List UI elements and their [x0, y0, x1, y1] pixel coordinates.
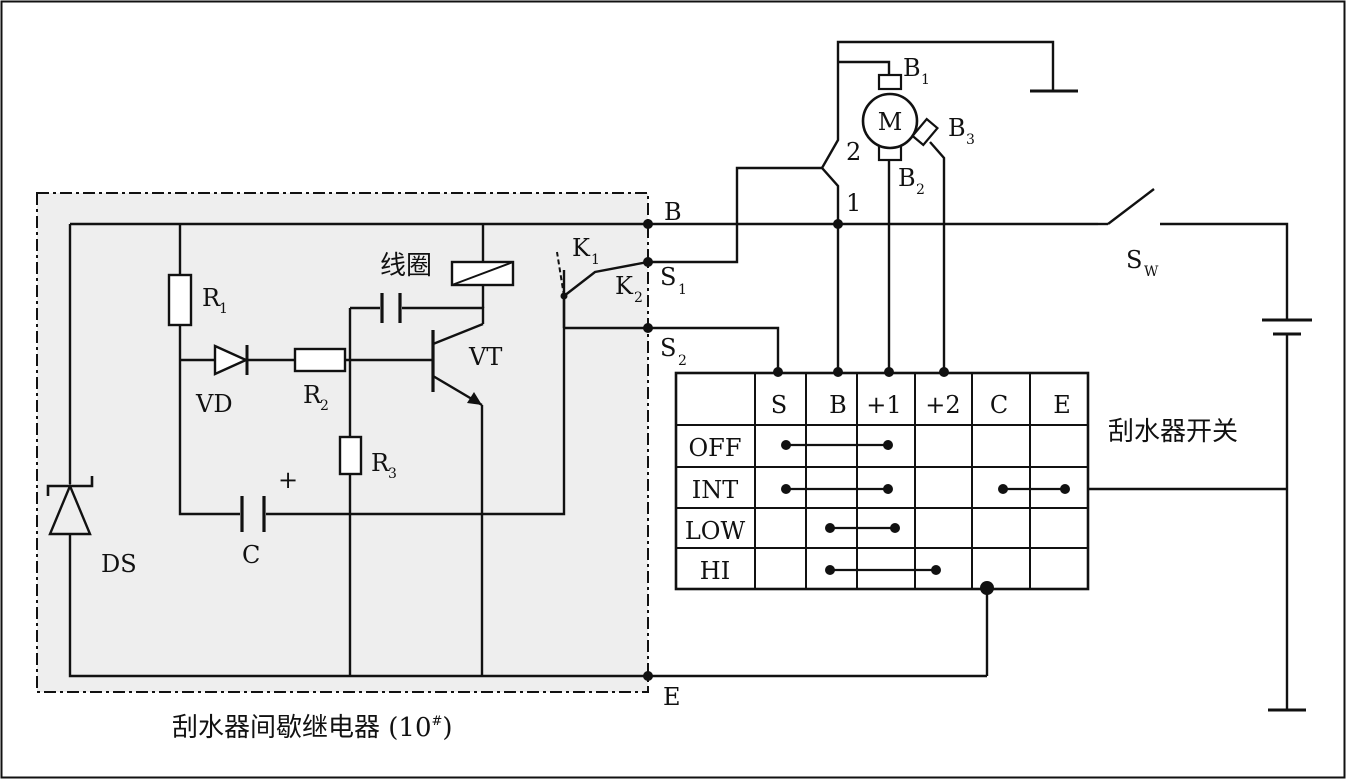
row-header-hi: HI: [700, 557, 730, 585]
col-header-c: C: [990, 391, 1008, 419]
motor-contact-2: 2: [846, 138, 861, 166]
vt-label: VT: [468, 343, 502, 371]
terminal-b-label: B: [664, 198, 682, 226]
motor-contact-1: 1: [846, 189, 861, 217]
terminal-s1-label: S: [660, 263, 676, 291]
wiper-switch-table: S B +1 +2 C E OFF INT LOW HI: [674, 371, 1090, 591]
relay-caption-close: ): [442, 713, 452, 743]
relay-caption-main: 刮水器间歇继电器 (10: [172, 713, 432, 743]
wiper-switch-label: 刮水器开关: [1108, 417, 1238, 447]
sw-sub: W: [1144, 264, 1159, 280]
col-header-plus2: +2: [925, 391, 960, 419]
relay-caption: 刮水器间歇继电器 (10#): [172, 713, 453, 743]
r2-label: R: [303, 381, 322, 409]
b2-sub: 2: [916, 182, 925, 198]
r1-label: R: [202, 284, 221, 312]
c-label: C: [242, 541, 260, 569]
connection-bars: [781, 440, 1070, 575]
row-header-int: INT: [692, 476, 739, 504]
junction-dots: [560, 219, 994, 681]
r3-sub: 3: [388, 466, 397, 482]
relay-caption-sup: #: [432, 714, 443, 729]
col-header-b: B: [829, 391, 847, 419]
k1-sub: 1: [591, 252, 600, 268]
wiring: [68, 40, 1289, 710]
b3-label: B: [948, 114, 966, 142]
row-header-off: OFF: [689, 434, 742, 462]
relay-coil: [450, 260, 515, 287]
capacitor-upper: [380, 292, 402, 324]
capacitor-c: [240, 494, 266, 534]
b2-label: B: [898, 164, 916, 192]
r3-label: R: [371, 449, 390, 477]
motor-m-label: M: [878, 108, 903, 136]
col-header-s: S: [771, 391, 787, 419]
terminal-s1-sub: 1: [678, 282, 687, 298]
k1-label: K: [572, 234, 591, 262]
k2-label: K: [615, 272, 634, 300]
col-header-e: E: [1053, 391, 1071, 419]
terminal-e-label: E: [663, 683, 681, 711]
c-plus-label: +: [278, 466, 298, 494]
r2-sub: 2: [320, 398, 329, 414]
resistor-r2: [293, 347, 347, 373]
sw-label: S: [1126, 246, 1142, 274]
zener-ds: [46, 476, 94, 536]
row-header-low: LOW: [685, 517, 746, 545]
terminal-s2-label: S: [660, 334, 676, 362]
battery: [1262, 318, 1312, 712]
coil-label: 线圈: [380, 251, 432, 281]
vd-label: VD: [195, 390, 233, 418]
k2-sub: 2: [634, 290, 643, 306]
resistor-r3: [338, 435, 363, 476]
r1-sub: 1: [219, 301, 228, 317]
b1-label: B: [903, 54, 921, 82]
col-header-plus1: +1: [866, 391, 901, 419]
b3-sub: 3: [966, 132, 975, 148]
motor-m: [861, 73, 939, 162]
terminal-s2-sub: 2: [678, 353, 687, 369]
sw-switch: [1098, 188, 1160, 230]
resistor-r1: [167, 273, 193, 327]
b1-sub: 1: [921, 72, 930, 88]
transistor-vt: [431, 322, 484, 407]
ds-label: DS: [101, 550, 137, 578]
relay-contact-k: [556, 251, 566, 328]
diode-vd: [213, 344, 249, 376]
